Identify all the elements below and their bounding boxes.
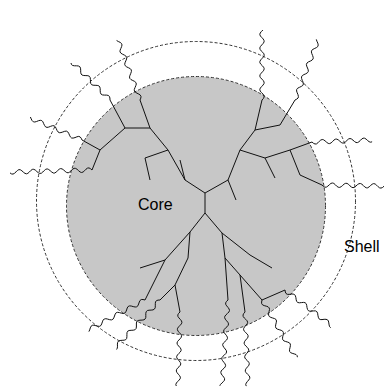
branch-line xyxy=(175,285,180,312)
branch-line xyxy=(240,275,245,312)
core-region: Core xyxy=(66,76,326,336)
branch-line xyxy=(222,233,272,268)
wavy-chain xyxy=(10,168,92,174)
branch-line xyxy=(262,290,285,300)
wavy-chain xyxy=(220,300,230,386)
branch-line xyxy=(205,100,262,193)
branch-line xyxy=(145,150,168,180)
branch-line xyxy=(110,100,150,128)
branch-line xyxy=(240,142,312,158)
branch-line xyxy=(92,150,100,170)
wavy-chain xyxy=(262,300,298,357)
wavy-chain xyxy=(260,30,264,100)
wavy-chain xyxy=(312,138,372,144)
branch-line xyxy=(140,260,165,268)
branch-line xyxy=(205,193,206,213)
region-label: Shell xyxy=(344,238,380,256)
branch-line xyxy=(225,258,228,300)
branch-line xyxy=(228,180,236,200)
dashed-circle xyxy=(67,77,326,336)
branch-line xyxy=(205,213,262,300)
branch-line xyxy=(145,232,190,300)
wavy-chain xyxy=(71,63,110,100)
branch-line xyxy=(140,100,205,193)
wavy-chain xyxy=(295,39,318,100)
shell-region: ShellCore xyxy=(36,41,356,361)
branch-line xyxy=(290,150,322,185)
dashed-circle xyxy=(37,42,356,361)
branch-line xyxy=(265,158,275,178)
wavy-chain xyxy=(285,290,331,328)
wavy-chain xyxy=(30,117,82,140)
branch-line xyxy=(160,213,205,300)
region-label: Core xyxy=(138,196,173,214)
branch-line xyxy=(82,128,125,150)
wavy-chain xyxy=(89,300,145,332)
wavy-chain xyxy=(117,41,141,101)
circle-outline xyxy=(66,76,326,336)
wavy-chain xyxy=(243,312,250,386)
wavy-chain xyxy=(322,183,384,188)
branch-line xyxy=(255,100,295,130)
branch-line xyxy=(180,160,185,180)
wavy-chain xyxy=(117,300,160,350)
wavy-chain xyxy=(176,312,182,386)
